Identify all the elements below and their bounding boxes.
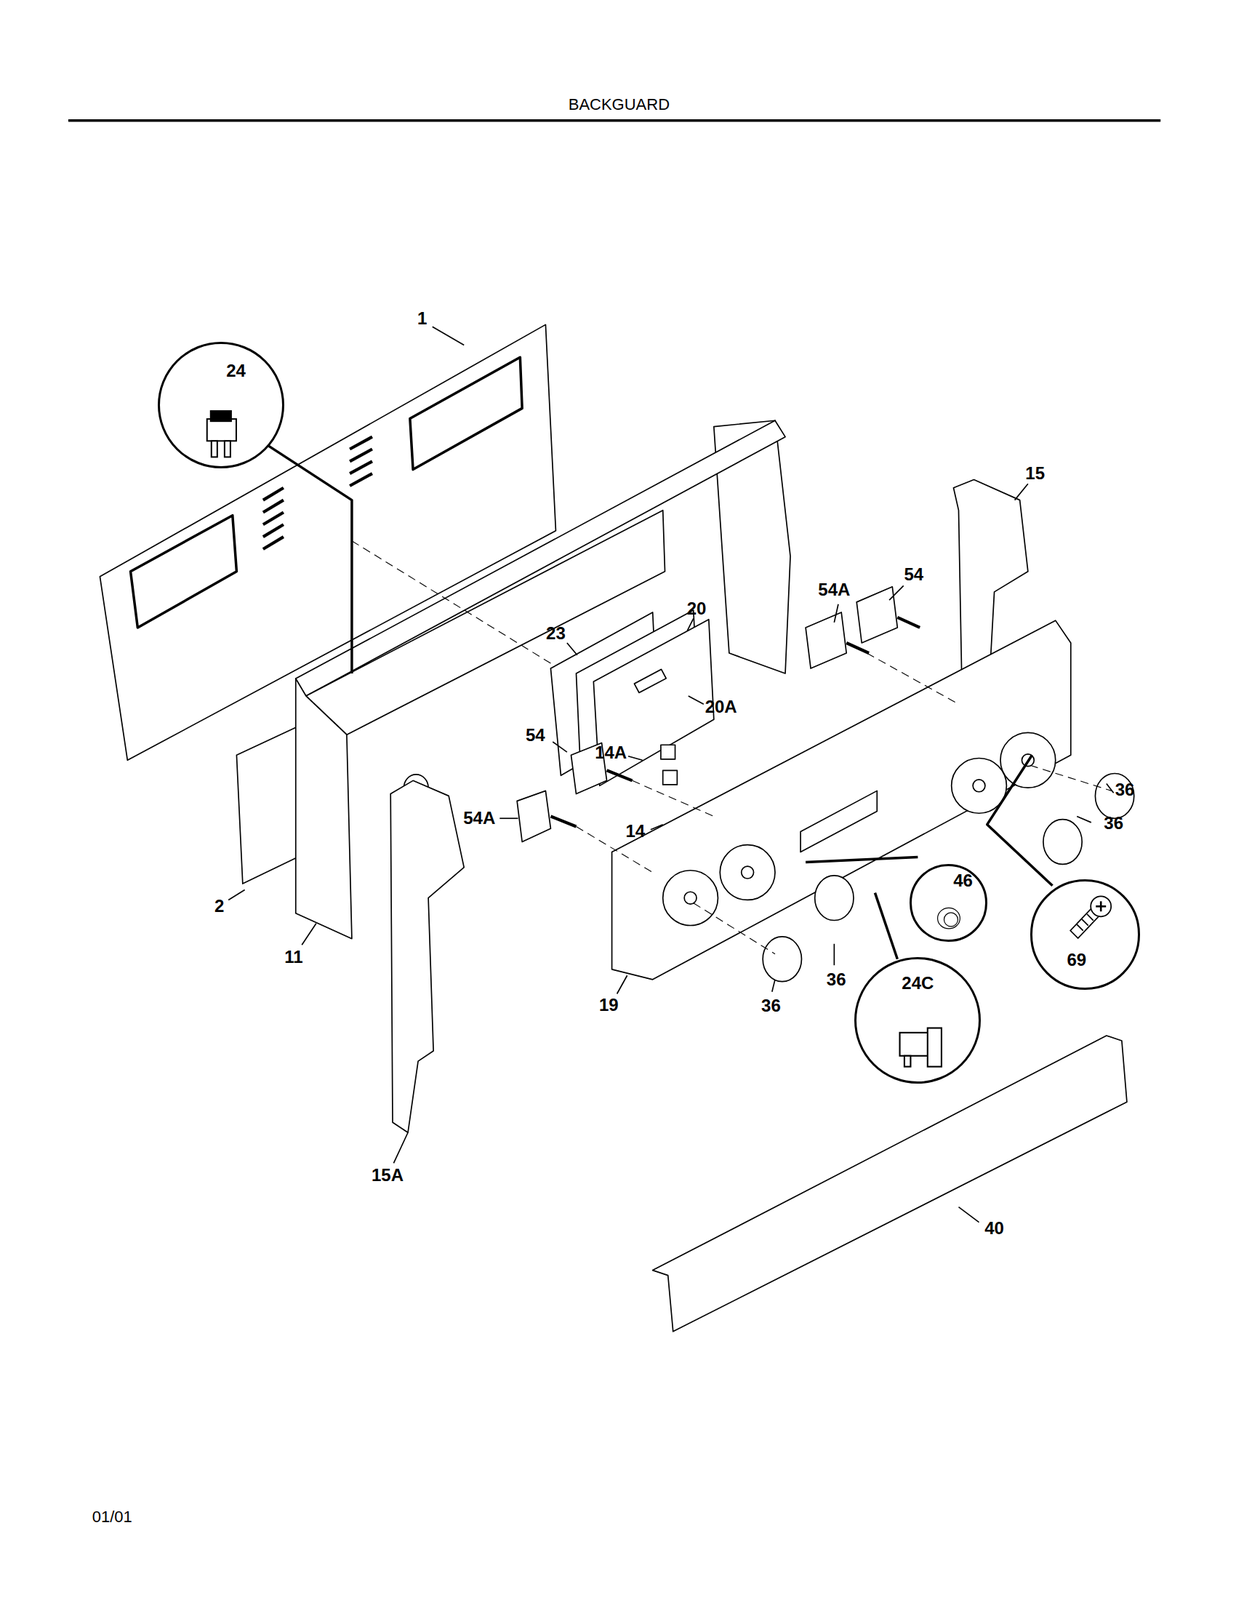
detail-callout-circle: 69 xyxy=(1030,879,1141,989)
callout-number: 19 xyxy=(599,996,619,1014)
part-detail-icon xyxy=(1056,892,1123,950)
part-detail-icon xyxy=(925,898,973,938)
diagram-title: BACKGUARD xyxy=(568,96,670,113)
callout-number: 69 xyxy=(1066,950,1087,969)
part-detail-icon xyxy=(185,396,256,463)
callout-number: 54A xyxy=(817,580,850,599)
callout-number: 2 xyxy=(214,897,224,915)
callout-number: 54A xyxy=(463,809,496,827)
callout-number: 24C xyxy=(901,974,934,992)
callout-number: 54 xyxy=(525,726,546,744)
detail-callout-circle: 46 xyxy=(909,863,988,942)
callout-number: 15A xyxy=(371,1166,404,1184)
callout-number: 14 xyxy=(625,822,645,840)
callout-number: 11 xyxy=(284,948,303,966)
callout-number: 46 xyxy=(953,871,973,890)
callout-number: 15 xyxy=(1025,464,1045,483)
callout-number: 36 xyxy=(826,970,847,989)
part-detail-icon xyxy=(881,1009,958,1079)
callout-number: 20 xyxy=(687,599,707,618)
callout-number: 36 xyxy=(761,996,781,1015)
detail-callout-circle: 24C xyxy=(854,956,981,1084)
callout-number: 36 xyxy=(1115,780,1135,799)
callout-number: 1 xyxy=(417,309,427,328)
callout-number: 14A xyxy=(594,743,627,762)
callout-number: 54 xyxy=(903,565,924,584)
callout-number: 24 xyxy=(226,362,246,380)
callout-number: 36 xyxy=(1103,814,1124,832)
callout-number: 23 xyxy=(546,624,566,642)
callout-number: 40 xyxy=(984,1219,1005,1237)
date-code: 01/01 xyxy=(92,1508,133,1525)
callout-number: 20A xyxy=(705,697,738,716)
detail-callout-circle: 24 xyxy=(157,341,285,469)
